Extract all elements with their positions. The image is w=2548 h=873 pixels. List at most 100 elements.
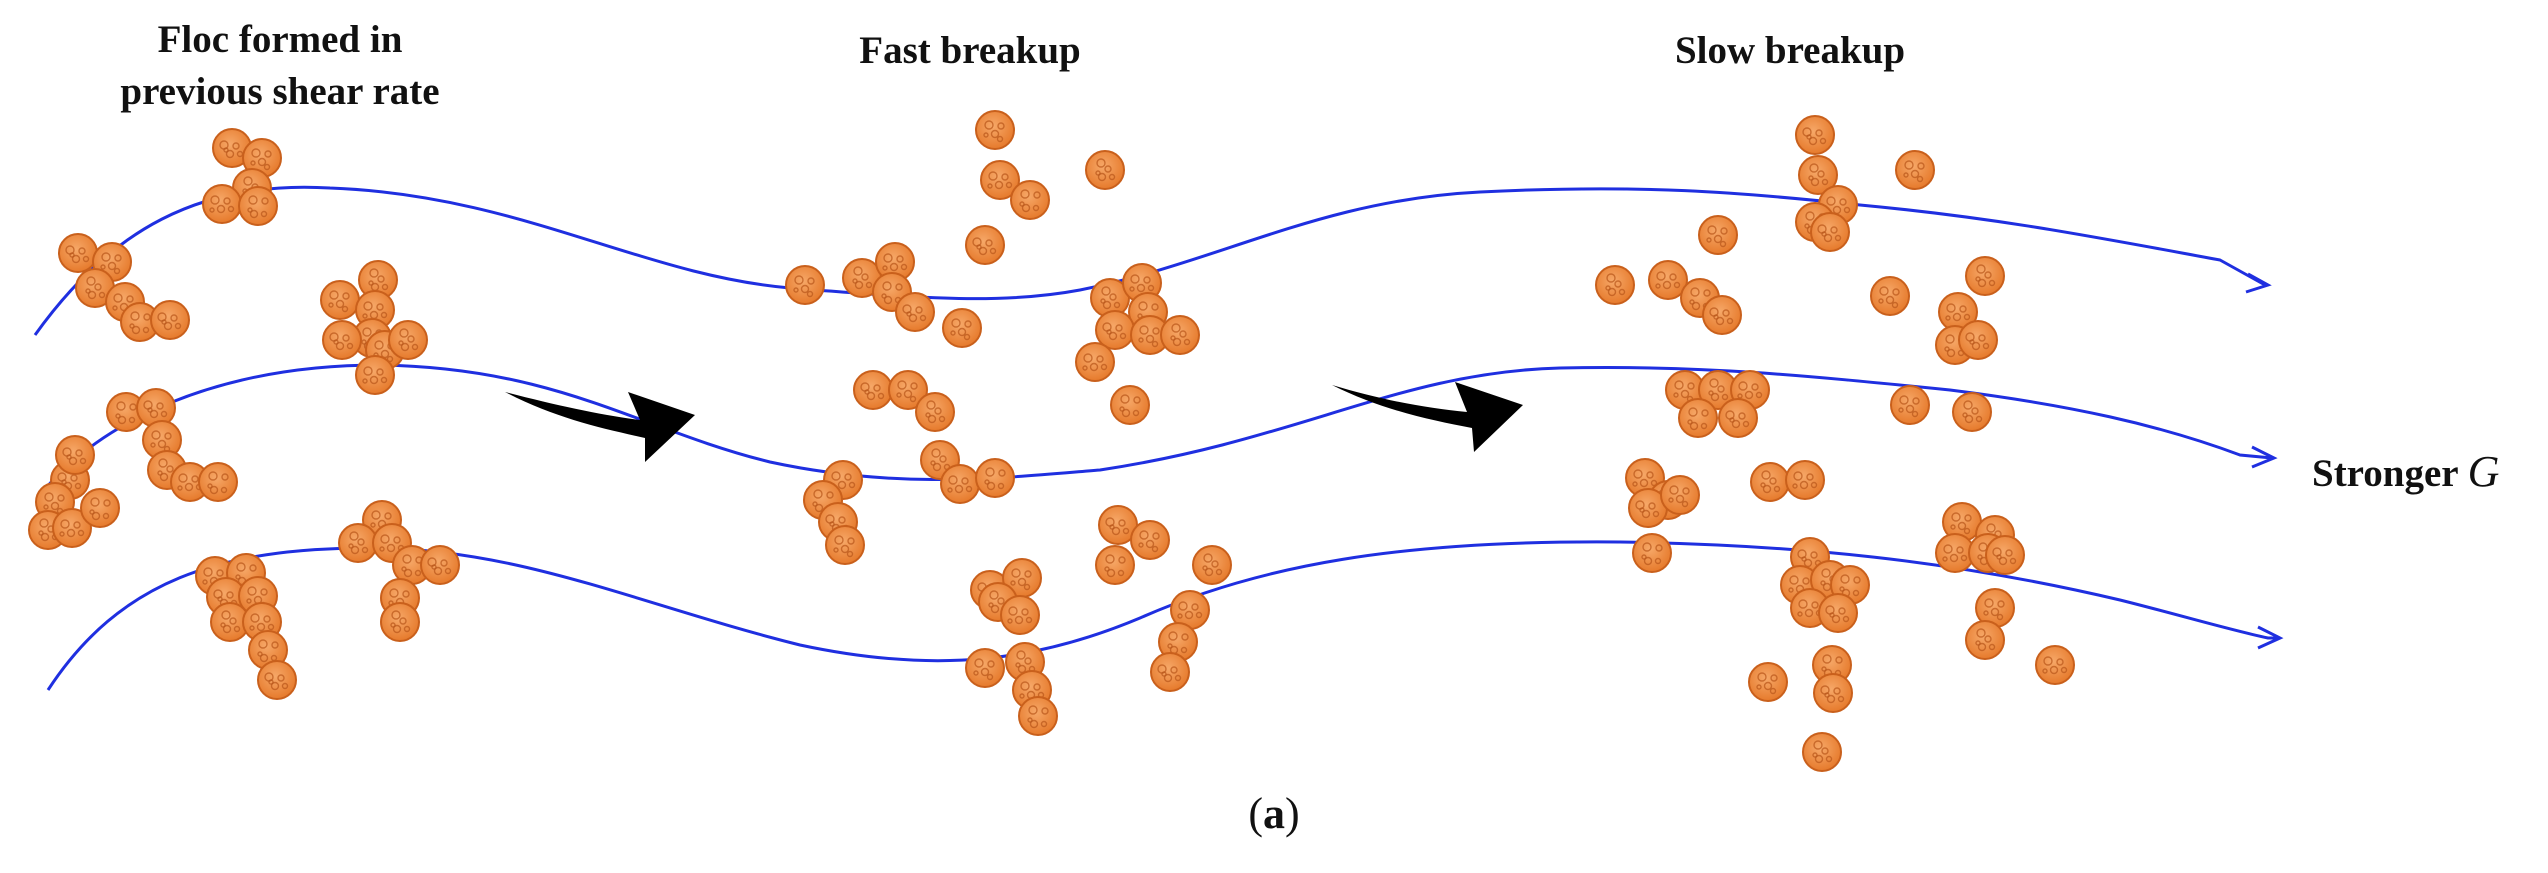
- particle: [1895, 150, 1935, 190]
- particle: [915, 392, 955, 432]
- label-stronger-text: Stronger: [2312, 452, 2458, 495]
- particle: [1095, 545, 1135, 585]
- particle: [1098, 505, 1138, 545]
- particle: [1698, 215, 1738, 255]
- particle: [975, 458, 1015, 498]
- particle: [322, 320, 362, 360]
- particle: [198, 462, 238, 502]
- particle: [2035, 645, 2075, 685]
- particle: [1595, 265, 1635, 305]
- particle: [1718, 398, 1758, 438]
- particle: [853, 370, 893, 410]
- particle: [785, 265, 825, 305]
- particle: [942, 308, 982, 348]
- particle: [965, 225, 1005, 265]
- particle: [1942, 502, 1982, 542]
- particle: [1000, 595, 1040, 635]
- particle: [1170, 590, 1210, 630]
- particle: [1632, 533, 1672, 573]
- particle: [888, 370, 928, 410]
- particle: [1130, 520, 1170, 560]
- particle: [120, 302, 160, 342]
- particle: [170, 462, 210, 502]
- particle: [1985, 535, 2025, 575]
- label-slow-breakup: Slow breakup: [1674, 29, 1906, 72]
- particles: [28, 110, 2075, 772]
- particle: [1965, 256, 2005, 296]
- particle: [1748, 662, 1788, 702]
- particle: [1938, 292, 1978, 332]
- particle: [58, 233, 98, 273]
- particle: [1150, 652, 1190, 692]
- particle: [1075, 342, 1115, 382]
- particle: [1870, 276, 1910, 316]
- particle: [895, 292, 935, 332]
- label-g-symbol: G: [2467, 447, 2500, 496]
- particle: [380, 602, 420, 642]
- particle: [106, 392, 146, 432]
- particle: [150, 300, 190, 340]
- particle: [965, 648, 1005, 688]
- particle: [1890, 385, 1930, 425]
- subfigure-paren-close: ): [1285, 789, 1300, 838]
- streamline-top: [33, 185, 2266, 336]
- particle: [1010, 180, 1050, 220]
- particle: [1160, 315, 1200, 355]
- particle: [1818, 593, 1858, 633]
- particle: [1018, 696, 1058, 736]
- particle: [1810, 212, 1850, 252]
- particle: [1952, 392, 1992, 432]
- particle: [388, 320, 428, 360]
- particle: [257, 660, 297, 700]
- particle: [1813, 673, 1853, 713]
- particle: [338, 523, 378, 563]
- particle: [1958, 320, 1998, 360]
- particle: [975, 110, 1015, 150]
- particle: [242, 138, 282, 178]
- particle: [1702, 295, 1742, 335]
- particle: [1965, 620, 2005, 660]
- particle: [355, 355, 395, 395]
- particle: [1110, 385, 1150, 425]
- particle: [212, 128, 252, 168]
- particle: [1660, 475, 1700, 515]
- particle: [1935, 533, 1975, 573]
- particle: [875, 242, 915, 282]
- particle: [55, 435, 95, 475]
- transition-arrow-1: [505, 392, 695, 462]
- particle: [238, 186, 278, 226]
- particle: [1798, 155, 1838, 195]
- particle: [320, 280, 360, 320]
- particle: [142, 420, 182, 460]
- particle: [52, 508, 92, 548]
- particle: [1192, 545, 1232, 585]
- streamline-bottom-arrowhead: [2257, 625, 2284, 650]
- particle: [940, 464, 980, 504]
- label-previous-floc: Floc formed in previous shear rate: [100, 14, 460, 118]
- transition-arrow-2: [1332, 382, 1523, 452]
- subfigure-letter: a: [1263, 789, 1285, 838]
- particle: [1795, 115, 1835, 155]
- label-floc-line2: previous shear rate: [120, 70, 440, 113]
- particle: [825, 525, 865, 565]
- process-arrows: [505, 382, 1523, 462]
- particle: [1802, 732, 1842, 772]
- label-fast-breakup: Fast breakup: [859, 29, 1081, 72]
- particle: [80, 488, 120, 528]
- particle: [1750, 462, 1790, 502]
- label-stronger-g: Stronger G: [2312, 446, 2499, 497]
- subfigure-paren-open: (: [1248, 789, 1263, 838]
- streamline-middle-arrowhead: [2251, 445, 2278, 469]
- subfigure-label: (a): [1224, 788, 1324, 839]
- particle: [420, 545, 460, 585]
- particle: [1085, 150, 1125, 190]
- particle: [1678, 398, 1718, 438]
- particle: [1785, 460, 1825, 500]
- streamline-top-arrowhead: [2245, 272, 2272, 294]
- particle: [980, 160, 1020, 200]
- particle: [1648, 260, 1688, 300]
- label-floc-line1: Floc formed in: [157, 18, 403, 61]
- particle: [358, 260, 398, 300]
